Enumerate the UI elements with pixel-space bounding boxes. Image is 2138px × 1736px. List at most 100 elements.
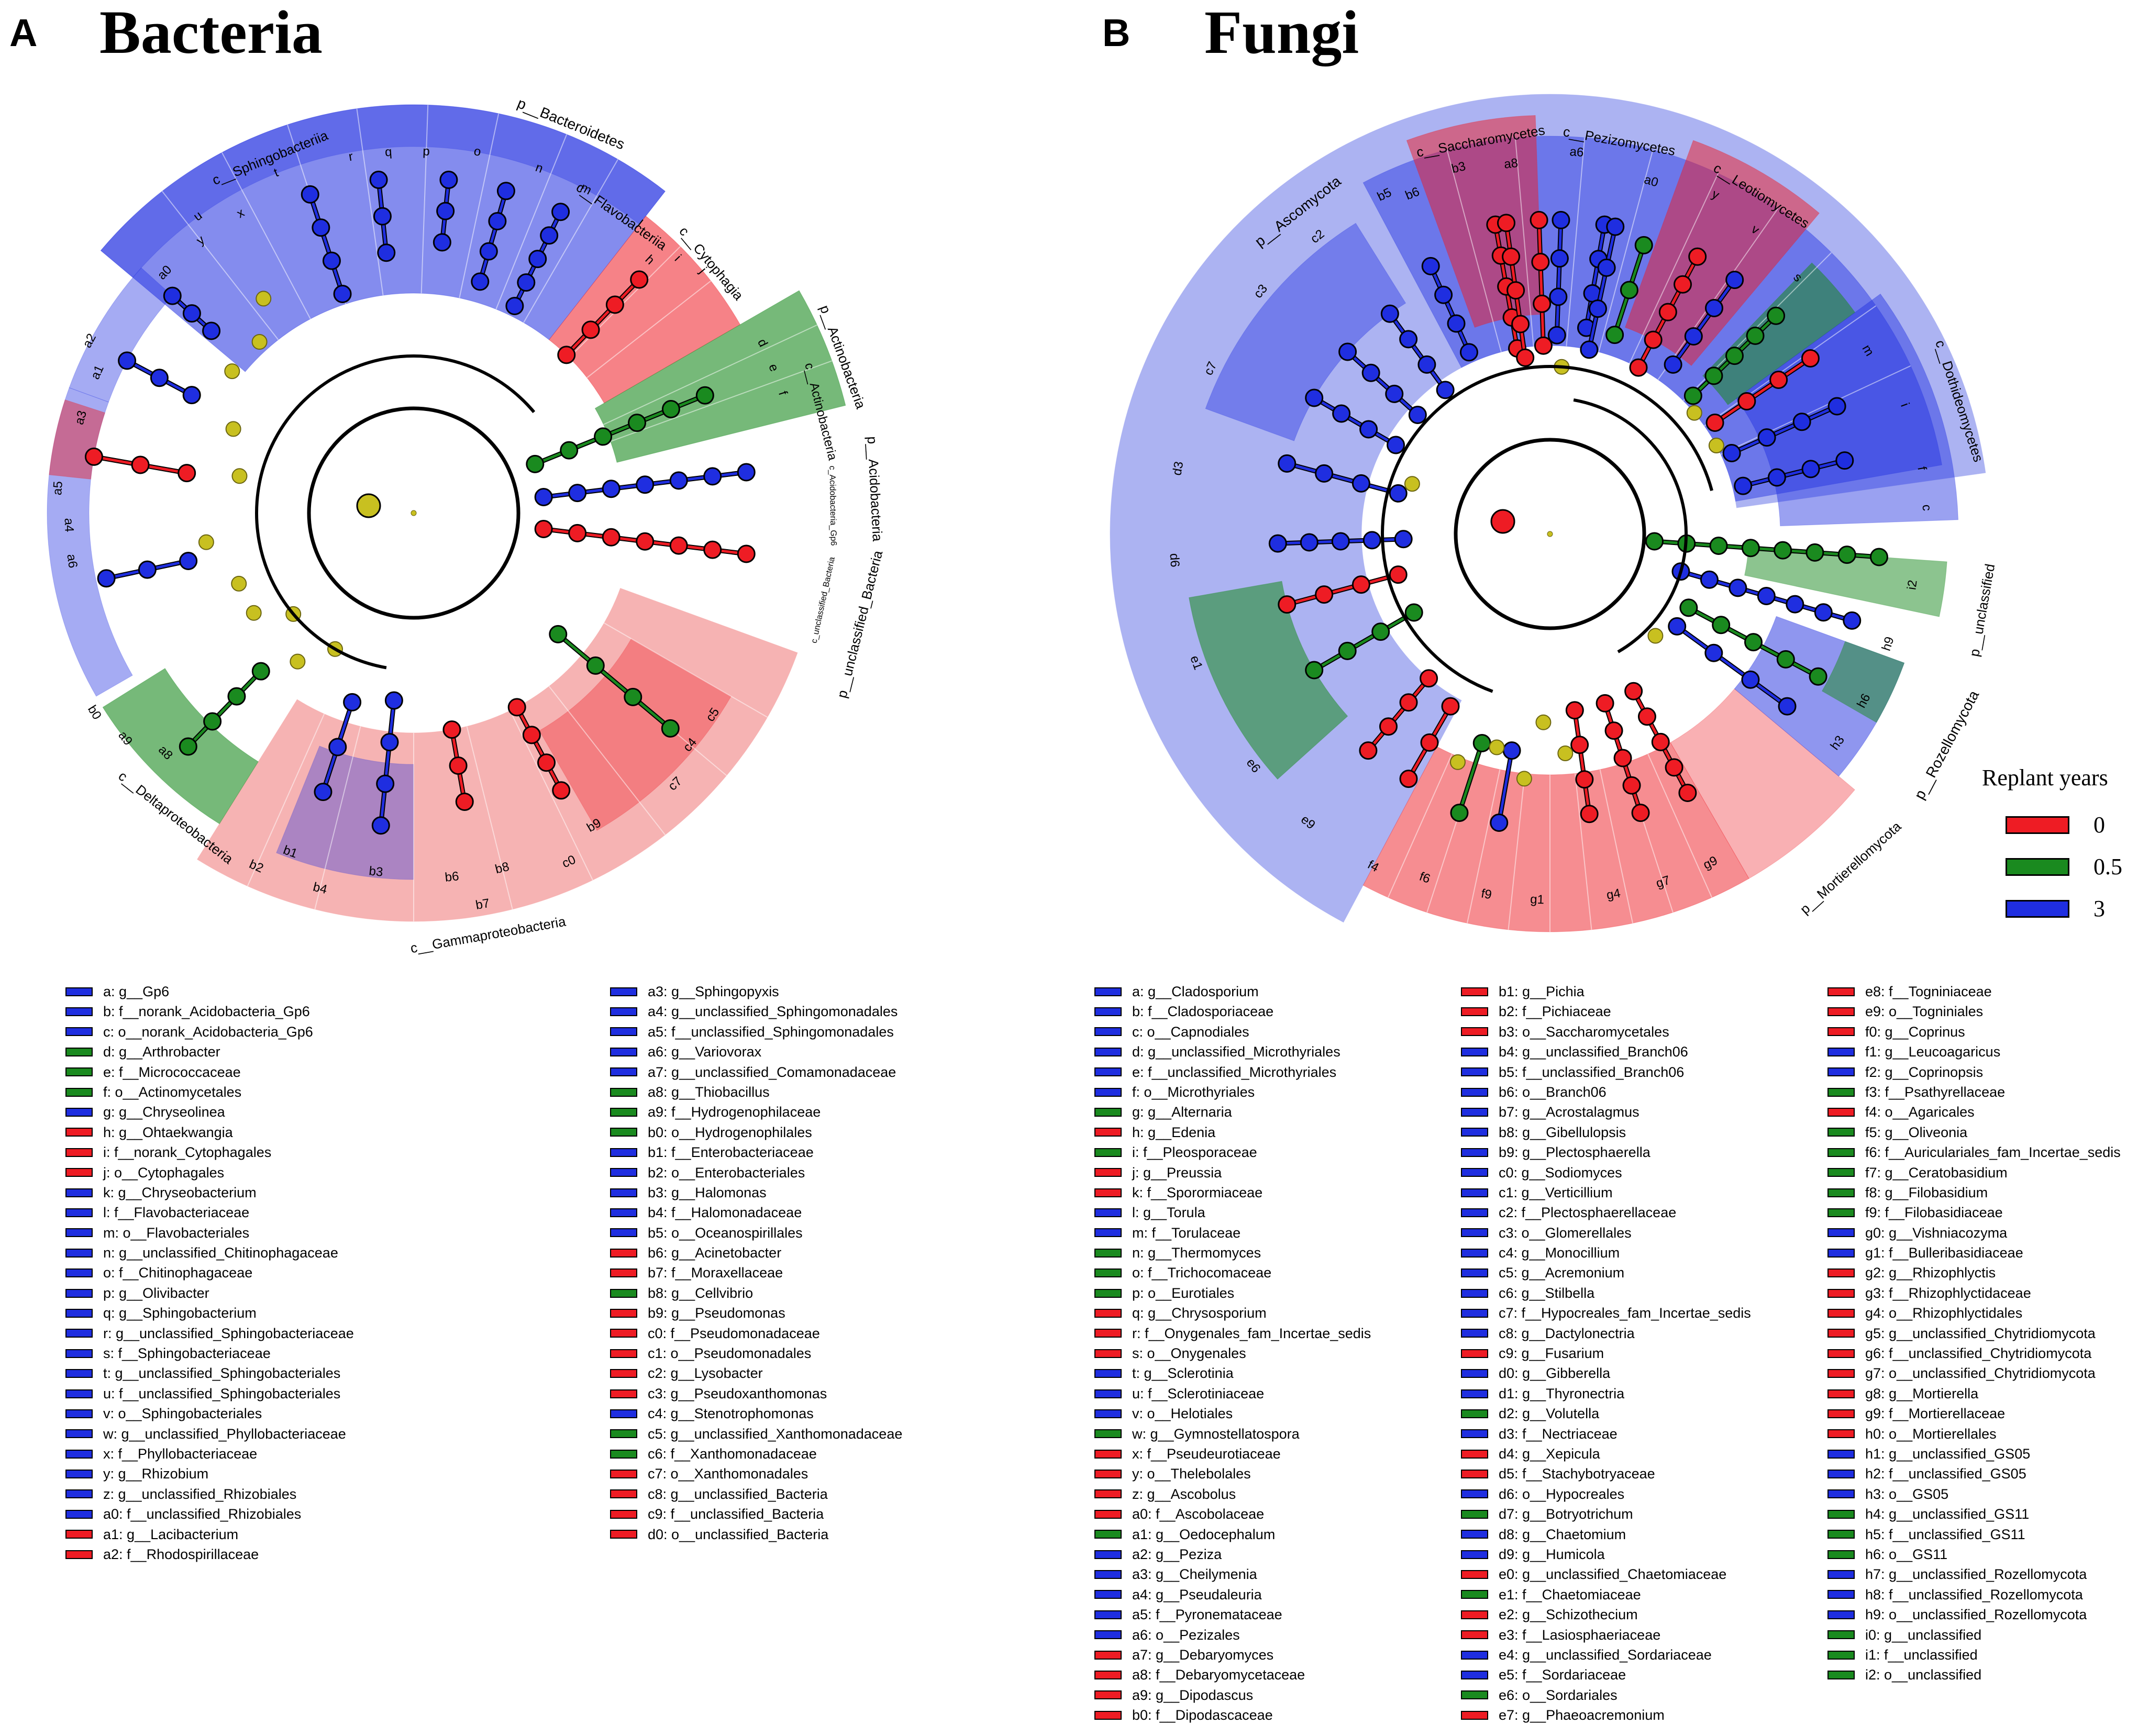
legend-item-b-f4: f4: o__Agaricales [1827,1102,2121,1122]
legend-swatch [1827,987,1855,996]
taxon-node [163,286,182,305]
legend-swatch [1827,1630,1855,1640]
legend-item-b-e4: e4: g__unclassified_Sordariaceae [1461,1645,1751,1665]
legend-label: b2: f__Pichiaceae [1499,1004,1611,1020]
legend-swatch [1461,1550,1488,1559]
wedge-divider [1387,753,1453,898]
legend-label: y: g__Rhizobium [103,1466,209,1482]
taxon-node [1533,294,1552,313]
legend-item-a-w: w: g__unclassified_Phyllobacteriaceae [65,1424,354,1444]
taxon-node [1622,776,1641,795]
taxon-node [1389,565,1408,584]
replant-swatch-blue [2006,899,2069,918]
legend-label: t: g__unclassified_Sphingobacteriales [103,1365,341,1382]
legend-label: t: g__Sclerotinia [1132,1365,1234,1382]
legend-swatch [1827,1590,1855,1599]
wedge-divider [356,108,384,296]
legend-label: a9: f__Hydrogenophilaceae [648,1104,821,1120]
taxon-node [1729,578,1747,597]
taxon-node [1385,384,1404,403]
legend-swatch [1094,1590,1122,1599]
legend-swatch [1827,1047,1855,1056]
legend-label: c: o__Capnodiales [1132,1023,1249,1040]
legend-swatch [65,1429,93,1439]
taxon-node [1679,598,1698,617]
branch-edge [557,633,671,730]
taxon-node [1843,611,1862,630]
legend-item-b-h8: h8: f__unclassified_Rozellomycota [1827,1585,2121,1605]
inner-arc [254,354,536,670]
nonsignificant-node [225,421,241,437]
legend-swatch [1461,1690,1488,1700]
legend-swatch [65,1228,93,1238]
taxon-node [568,484,587,503]
taxon-node [1472,733,1491,752]
legend-label: c4: g__Monocillium [1499,1245,1620,1261]
legend-swatch [1461,1128,1488,1137]
legend-label: v: o__Helotiales [1132,1406,1233,1422]
legend-label: a6: g__Variovorax [648,1044,762,1060]
node-letter-label: b4 [312,880,328,897]
legend-item-b-g: g: g__Alternaria [1094,1102,1371,1122]
taxon-node [1737,392,1756,410]
legend-label: a3: g__Sphingopyxis [648,984,779,999]
node-letter-label: f [1914,465,1929,472]
taxon-node [1741,670,1760,689]
taxon-node [557,346,576,364]
legend-label: k: g__Chryseobacterium [103,1184,257,1200]
taxon-node [737,463,756,482]
legend-swatch [1094,1208,1122,1217]
legend-item-b-h6: h6: o__GS11 [1827,1544,2121,1564]
taxon-node [1420,669,1438,688]
legend-label: r: f__Onygenales_fam_Incertae_sedis [1132,1325,1371,1341]
node-letter-label: d6 [1167,553,1182,568]
taxon-node [1596,694,1614,713]
legend-label: d0: g__Gibberella [1499,1365,1611,1382]
legend-item-b-f3: f3: f__Psathyrellaceae [1827,1082,2121,1102]
legend-label: f2: g__Coprinopsis [1865,1064,1984,1080]
legend-label: h7: g__unclassified_Rozellomycota [1865,1566,2087,1583]
taxon-node [1700,570,1719,589]
legend-label: c5: g__Acremonium [1499,1265,1625,1281]
legend-label: n: g__unclassified_Chitinophagaceae [103,1245,338,1261]
legend-item-a-b: b: f__norank_Acidobacteria_Gp6 [65,1001,354,1021]
legend-label: g8: g__Mortierella [1865,1385,1979,1401]
legend-swatch [1827,1087,1855,1097]
taxon-node [1683,386,1702,405]
taxon-node [1651,732,1670,751]
taxon-node [1664,355,1682,374]
legend-label: v: o__Sphingobacteriales [103,1406,262,1422]
legend-swatch [65,1369,93,1378]
legend-swatch [1461,1570,1488,1579]
legend-item-b-e7: e7: g__Phaeoacremonium [1461,1705,1751,1725]
node-letter-label: a4 [62,518,76,532]
legend-item-b-f6: f6: f__Auriculariales_fam_Incertae_sedis [1827,1142,2121,1162]
wedge-divider [610,360,833,442]
clade-label: p__unclassified [1966,563,1998,658]
taxon-node [179,551,198,570]
legend-item-a-c5: c5: g__unclassified_Xanthomonadaceae [610,1424,902,1444]
taxon-node [1631,804,1650,822]
node-letter-label: o [473,144,482,159]
legend-label: x: f__Phyllobacteriaceae [103,1445,258,1462]
legend-item-b-f: f: o__Microthyriales [1094,1082,1371,1102]
legend-label: c3: o__Glomerellales [1499,1225,1632,1241]
node-letter-label: a8 [1503,156,1519,172]
legend-item-a-a4: a4: g__unclassified_Sphingomonadales [610,1001,902,1021]
branch-edge [379,700,395,826]
legend-swatch [1094,1349,1122,1358]
legend-label: a4: g__unclassified_Sphingomonadales [648,1004,898,1020]
taxon-node [628,414,647,432]
cladogram-bacteria: p__Bacteroidetesc__Sphingobacteriiac__Fl… [47,95,885,956]
legend-swatch [65,1530,93,1539]
taxon-node [1668,617,1687,636]
node-letter-label: g4 [1605,886,1622,903]
legend-swatch [1461,987,1488,996]
node-letter-label: g1 [1530,892,1545,907]
legend-swatch [610,1329,637,1338]
legend-item-a-r: r: g__unclassified_Sphingobacteriaceae [65,1323,354,1343]
legend-swatch [1827,1308,1855,1318]
taxon-node [1605,326,1624,344]
legend-swatch [65,1128,93,1137]
legend-label: c4: g__Stenotrophomonas [648,1406,814,1422]
